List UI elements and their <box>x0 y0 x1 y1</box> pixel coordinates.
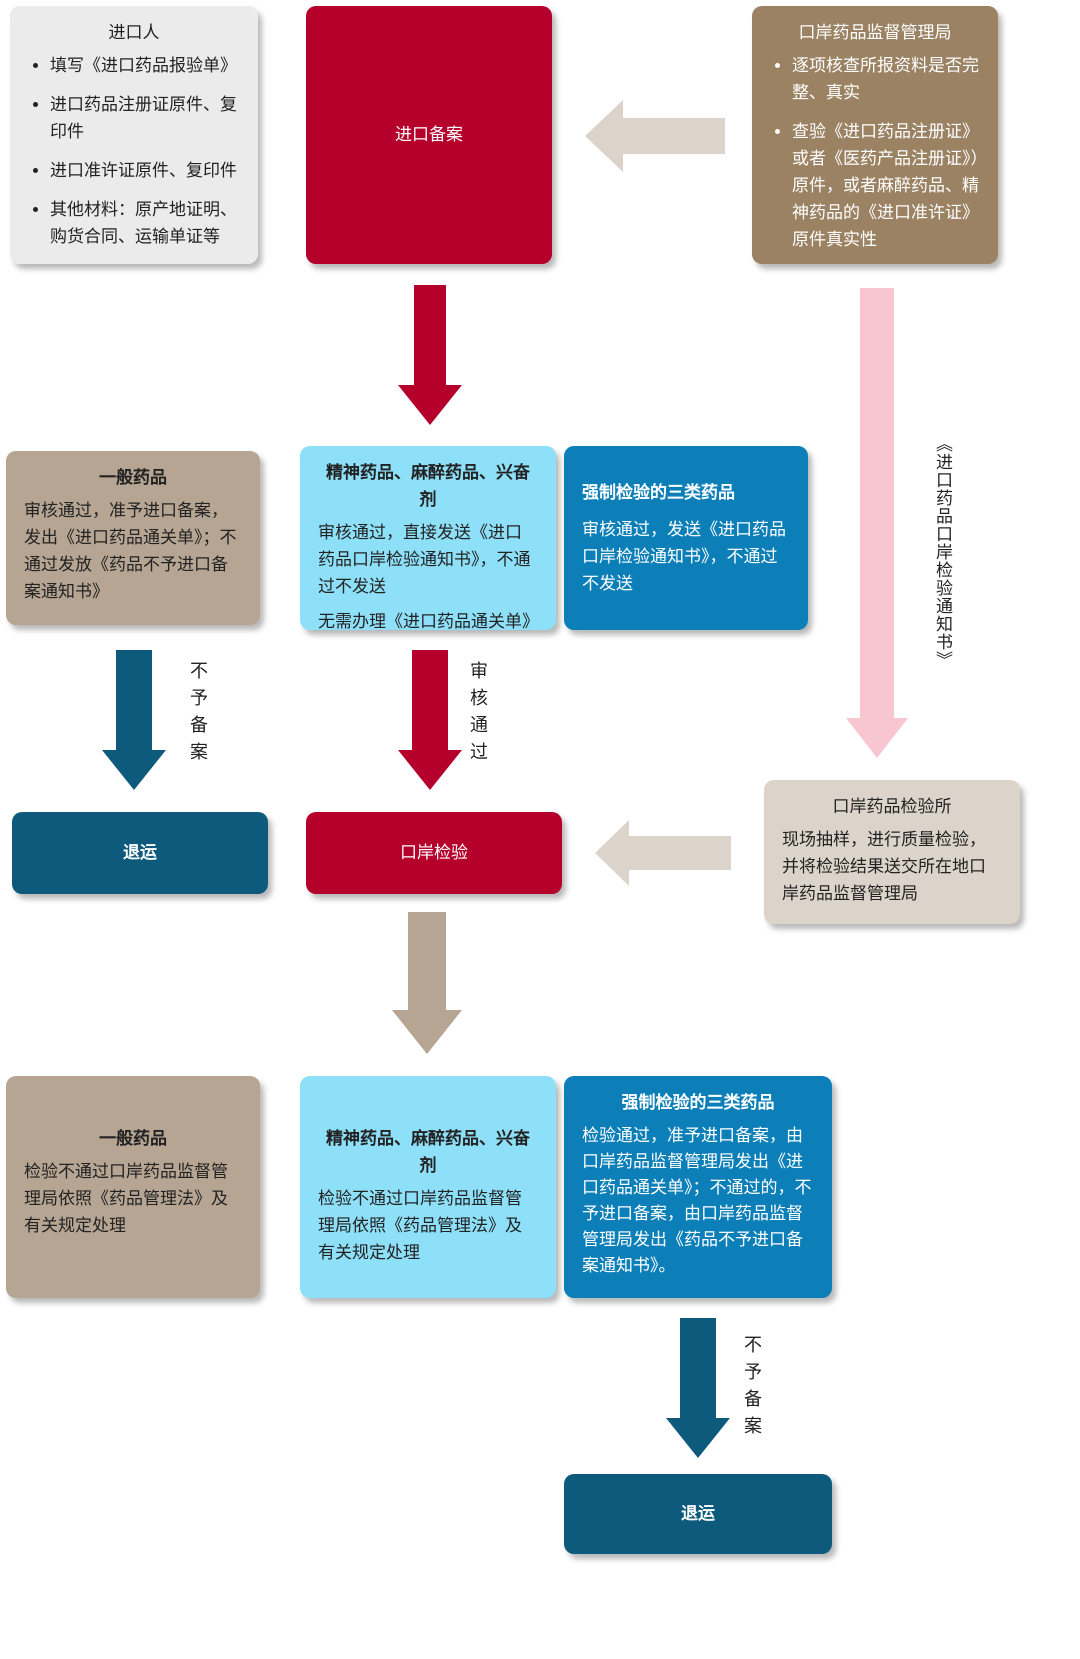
general-drug-box: 一般药品 审核通过，准予进口备案，发出《进口药品通关单》；不通过发放《药品不予进… <box>6 451 260 625</box>
mandatory-drug-box: 强制检验的三类药品 审核通过，发送《进口药品口岸检验通知书》，不通过不发送 <box>564 446 808 630</box>
arrow-label-reject: 不予备案 <box>190 661 208 763</box>
psychotropic-drug-result-text: 检验不通过口岸药品监督管理局依照《药品管理法》及有关规定处理 <box>318 1189 522 1263</box>
port-admin-title: 口岸药品监督管理局 <box>798 23 952 43</box>
return-box-bottom: 退运 <box>564 1474 832 1554</box>
importer-list: 填写《进口药品报验单》 进口药品注册证原件、复印件 进口准许证原件、复印件 其他… <box>28 53 240 251</box>
arrow-down-icon <box>846 288 908 758</box>
psychotropic-drug-text: 审核通过，直接发送《进口药品口岸检验通知书》，不通过不发送 <box>318 523 531 597</box>
psychotropic-drug-note: 无需办理《进口药品通关单》 <box>318 612 539 632</box>
importer-item: 填写《进口药品报验单》 <box>50 53 240 80</box>
arrow-down-icon <box>398 650 462 790</box>
port-inspection-label: 口岸检验 <box>400 842 468 863</box>
arrow-left-icon <box>595 820 731 886</box>
importer-item: 进口准许证原件、复印件 <box>50 158 240 185</box>
mandatory-drug-result-text: 检验通过，准予进口备案，由口岸药品监督管理局发出《进口药品通关单》；不通过的，不… <box>582 1126 812 1276</box>
inspection-institute-title: 口岸药品检验所 <box>832 797 952 817</box>
importer-item: 进口药品注册证原件、复印件 <box>50 92 240 146</box>
return-label: 退运 <box>123 842 157 863</box>
inspection-institute-text: 现场抽样，进行质量检验，并将检验结果送交所在地口岸药品监督管理局 <box>782 830 986 904</box>
arrow-down-icon <box>398 285 462 425</box>
arrow-down-icon <box>392 912 462 1054</box>
port-admin-item: 查验《进口药品注册证》或者《医药产品注册证》）原件，或者麻醉药品、精神药品的《进… <box>792 119 980 254</box>
importer-title: 进口人 <box>108 23 160 43</box>
general-drug-title: 一般药品 <box>99 468 167 488</box>
inspection-institute-box: 口岸药品检验所 现场抽样，进行质量检验，并将检验结果送交所在地口岸药品监督管理局 <box>764 780 1020 924</box>
psychotropic-drug-result-title: 精神药品、麻醉药品、兴奋剂 <box>326 1129 530 1176</box>
import-filing-box: 进口备案 <box>306 6 552 264</box>
general-drug-result-title: 一般药品 <box>99 1129 167 1149</box>
importer-item: 其他材料：原产地证明、购货合同、运输单证等 <box>50 197 240 251</box>
import-filing-label: 进口备案 <box>395 124 463 145</box>
arrow-label-approve: 审核通过 <box>470 661 488 763</box>
mandatory-drug-result-title: 强制检验的三类药品 <box>621 1093 775 1113</box>
port-admin-item: 逐项核查所报资料是否完整、真实 <box>792 53 980 107</box>
return-label-bottom: 退运 <box>681 1503 715 1524</box>
arrow-label-reject-bottom: 不予备案 <box>744 1335 762 1437</box>
general-drug-result-text: 检验不通过口岸药品监督管理局依照《药品管理法》及有关规定处理 <box>24 1162 228 1236</box>
importer-box: 进口人 填写《进口药品报验单》 进口药品注册证原件、复印件 进口准许证原件、复印… <box>10 6 258 264</box>
mandatory-drug-title: 强制检验的三类药品 <box>582 483 735 503</box>
arrow-down-icon <box>102 650 166 790</box>
return-box: 退运 <box>12 812 268 894</box>
psychotropic-drug-result-box: 精神药品、麻醉药品、兴奋剂 检验不通过口岸药品监督管理局依照《药品管理法》及有关… <box>300 1076 556 1298</box>
port-admin-list: 逐项核查所报资料是否完整、真实 查验《进口药品注册证》或者《医药产品注册证》）原… <box>770 53 980 254</box>
psychotropic-drug-title: 精神药品、麻醉药品、兴奋剂 <box>326 463 530 510</box>
port-inspection-box: 口岸检验 <box>306 812 562 894</box>
general-drug-text: 审核通过，准予进口备案，发出《进口药品通关单》；不通过发放《药品不予进口备案通知… <box>24 501 237 602</box>
arrow-down-icon <box>666 1318 730 1458</box>
port-admin-box: 口岸药品监督管理局 逐项核查所报资料是否完整、真实 查验《进口药品注册证》或者《… <box>752 6 998 264</box>
psychotropic-drug-box: 精神药品、麻醉药品、兴奋剂 审核通过，直接发送《进口药品口岸检验通知书》，不通过… <box>300 446 556 632</box>
arrow-left-icon <box>585 100 725 172</box>
general-drug-result-box: 一般药品 检验不通过口岸药品监督管理局依照《药品管理法》及有关规定处理 <box>6 1076 260 1298</box>
mandatory-drug-result-box: 强制检验的三类药品 检验通过，准予进口备案，由口岸药品监督管理局发出《进口药品通… <box>564 1076 832 1298</box>
mandatory-drug-text: 审核通过，发送《进口药品口岸检验通知书》，不通过不发送 <box>582 520 786 594</box>
inspection-notice-label: 《进口药品口岸检验通知书》 <box>932 435 952 669</box>
